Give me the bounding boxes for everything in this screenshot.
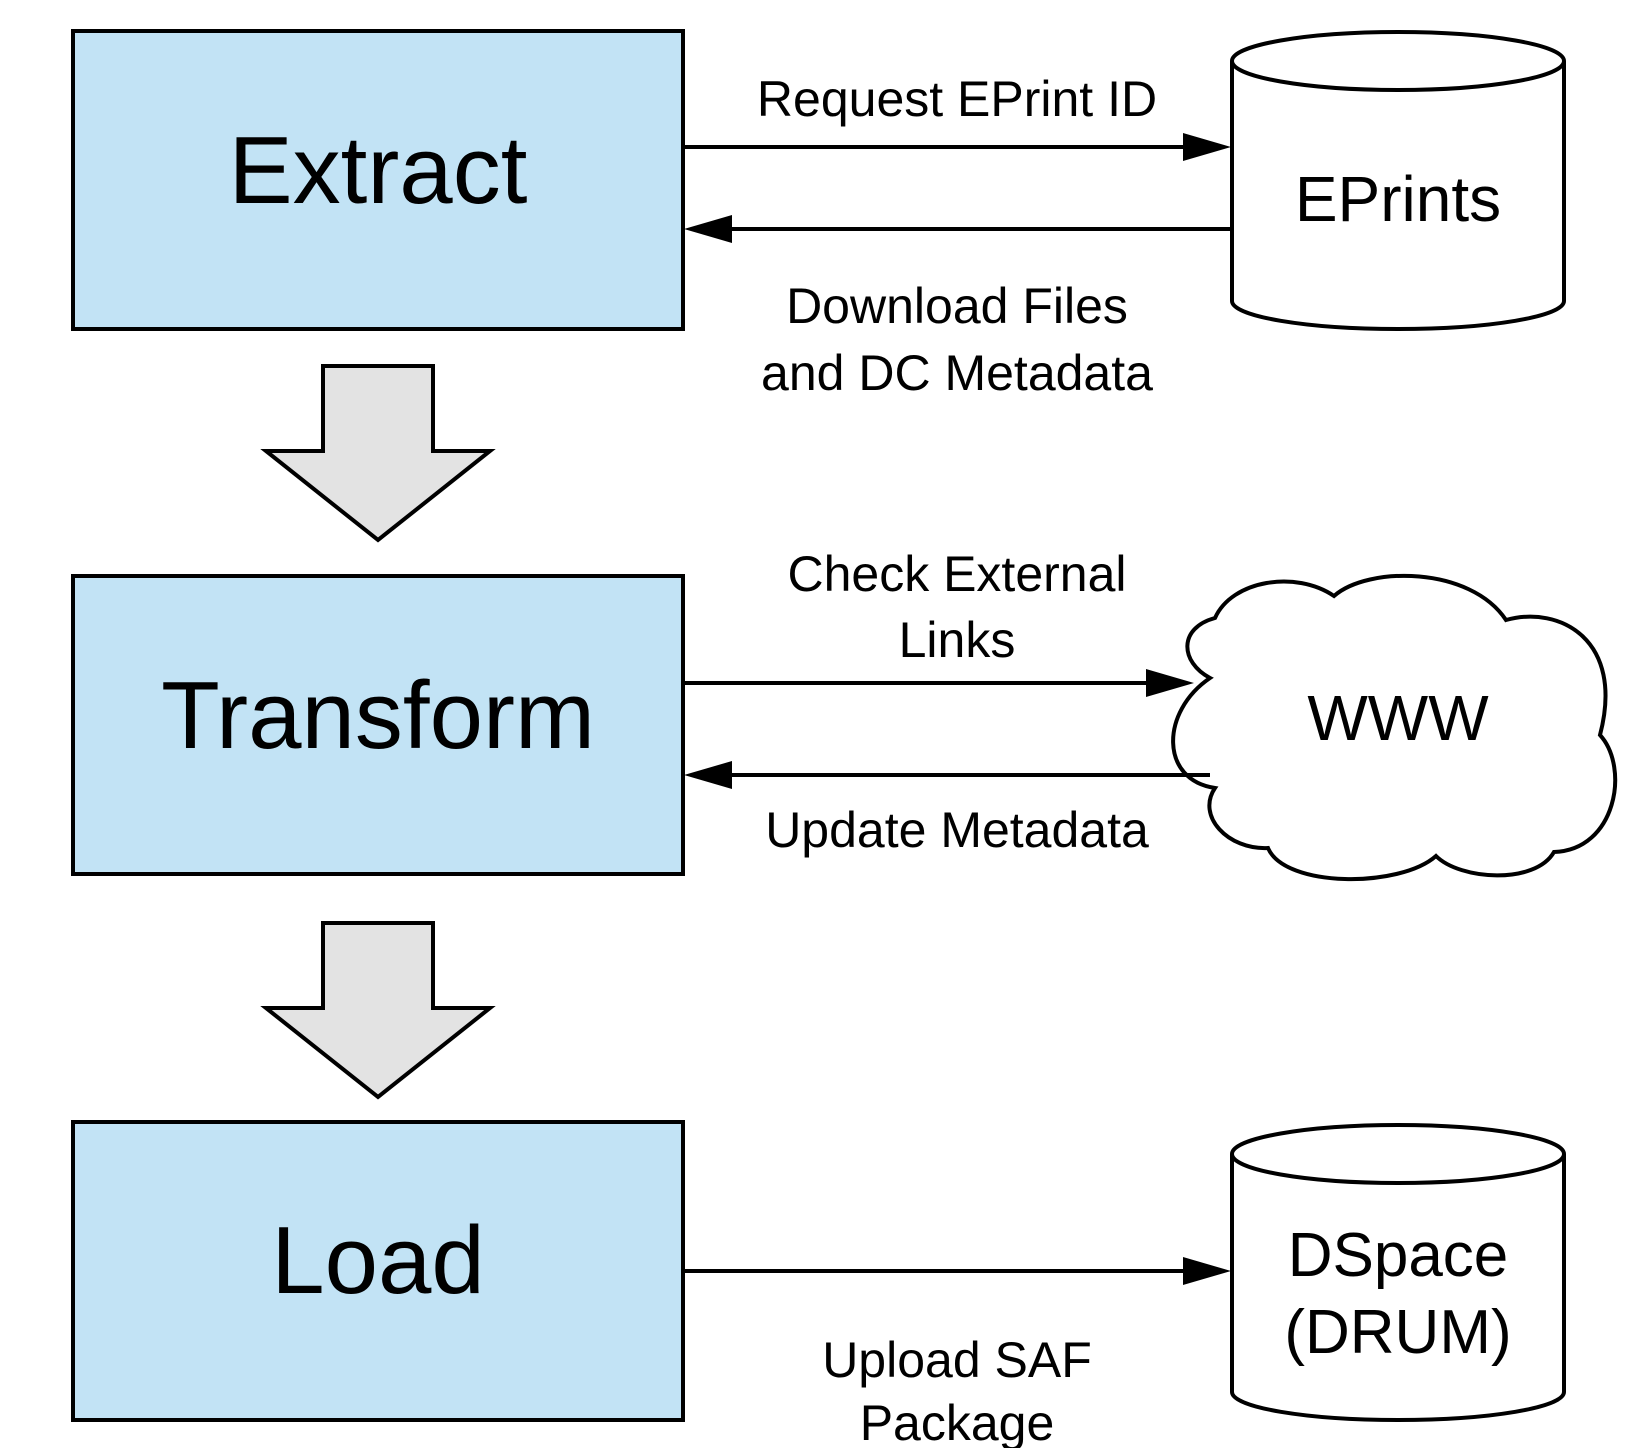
upload-label-line1: Upload SAF [822, 1332, 1092, 1388]
eprints-cylinder-body [1230, 61, 1566, 331]
upload-label-line2: Package [860, 1395, 1055, 1448]
check-label-line2: Links [899, 612, 1016, 668]
edge-update-metadata: Update Metadata [684, 761, 1210, 858]
down-arrow-extract-to-transform [260, 364, 496, 543]
check-label-line1: Check External [787, 546, 1126, 602]
www-cloud[interactable]: WWW [1171, 573, 1618, 882]
extract-stage[interactable]: Extract [71, 29, 685, 331]
eprints-database[interactable]: EPrints [1230, 30, 1566, 331]
dspace-database[interactable]: DSpace (DRUM) [1230, 1123, 1566, 1422]
request-label: Request EPrint ID [757, 71, 1157, 127]
extract-box [71, 29, 685, 331]
download-label-line1: Download Files [786, 278, 1128, 334]
transform-label: Transform [161, 662, 595, 769]
dspace-cylinder-top [1230, 1123, 1566, 1185]
edge-download-files: Download Files and DC Metadata [684, 215, 1232, 401]
eprints-cylinder-top [1230, 30, 1566, 92]
load-box [71, 1120, 685, 1422]
edge-upload-saf: Upload SAF Package [683, 1257, 1231, 1448]
edge-check-external-links: Check External Links [683, 546, 1194, 697]
update-arrowhead [684, 761, 732, 789]
download-label-line2: and DC Metadata [761, 345, 1153, 401]
down-arrow-transform-to-load [260, 921, 496, 1100]
download-arrowhead [684, 215, 732, 243]
extract-label: Extract [229, 117, 528, 224]
dspace-label-line2: (DRUM) [1284, 1298, 1511, 1367]
load-stage[interactable]: Load [71, 1120, 685, 1422]
www-label: WWW [1307, 682, 1489, 754]
update-label: Update Metadata [765, 802, 1149, 858]
dspace-label-line1: DSpace [1288, 1221, 1509, 1290]
eprints-label: EPrints [1295, 163, 1501, 235]
transform-box [71, 574, 685, 876]
dspace-cylinder-body [1230, 1154, 1566, 1422]
edge-request-eprint-id: Request EPrint ID [683, 71, 1231, 161]
transform-stage[interactable]: Transform [71, 574, 685, 876]
upload-arrowhead [1183, 1257, 1231, 1285]
check-arrowhead [1146, 669, 1194, 697]
load-label: Load [271, 1207, 485, 1314]
cloud-shape [1171, 573, 1618, 882]
request-arrowhead [1183, 133, 1231, 161]
